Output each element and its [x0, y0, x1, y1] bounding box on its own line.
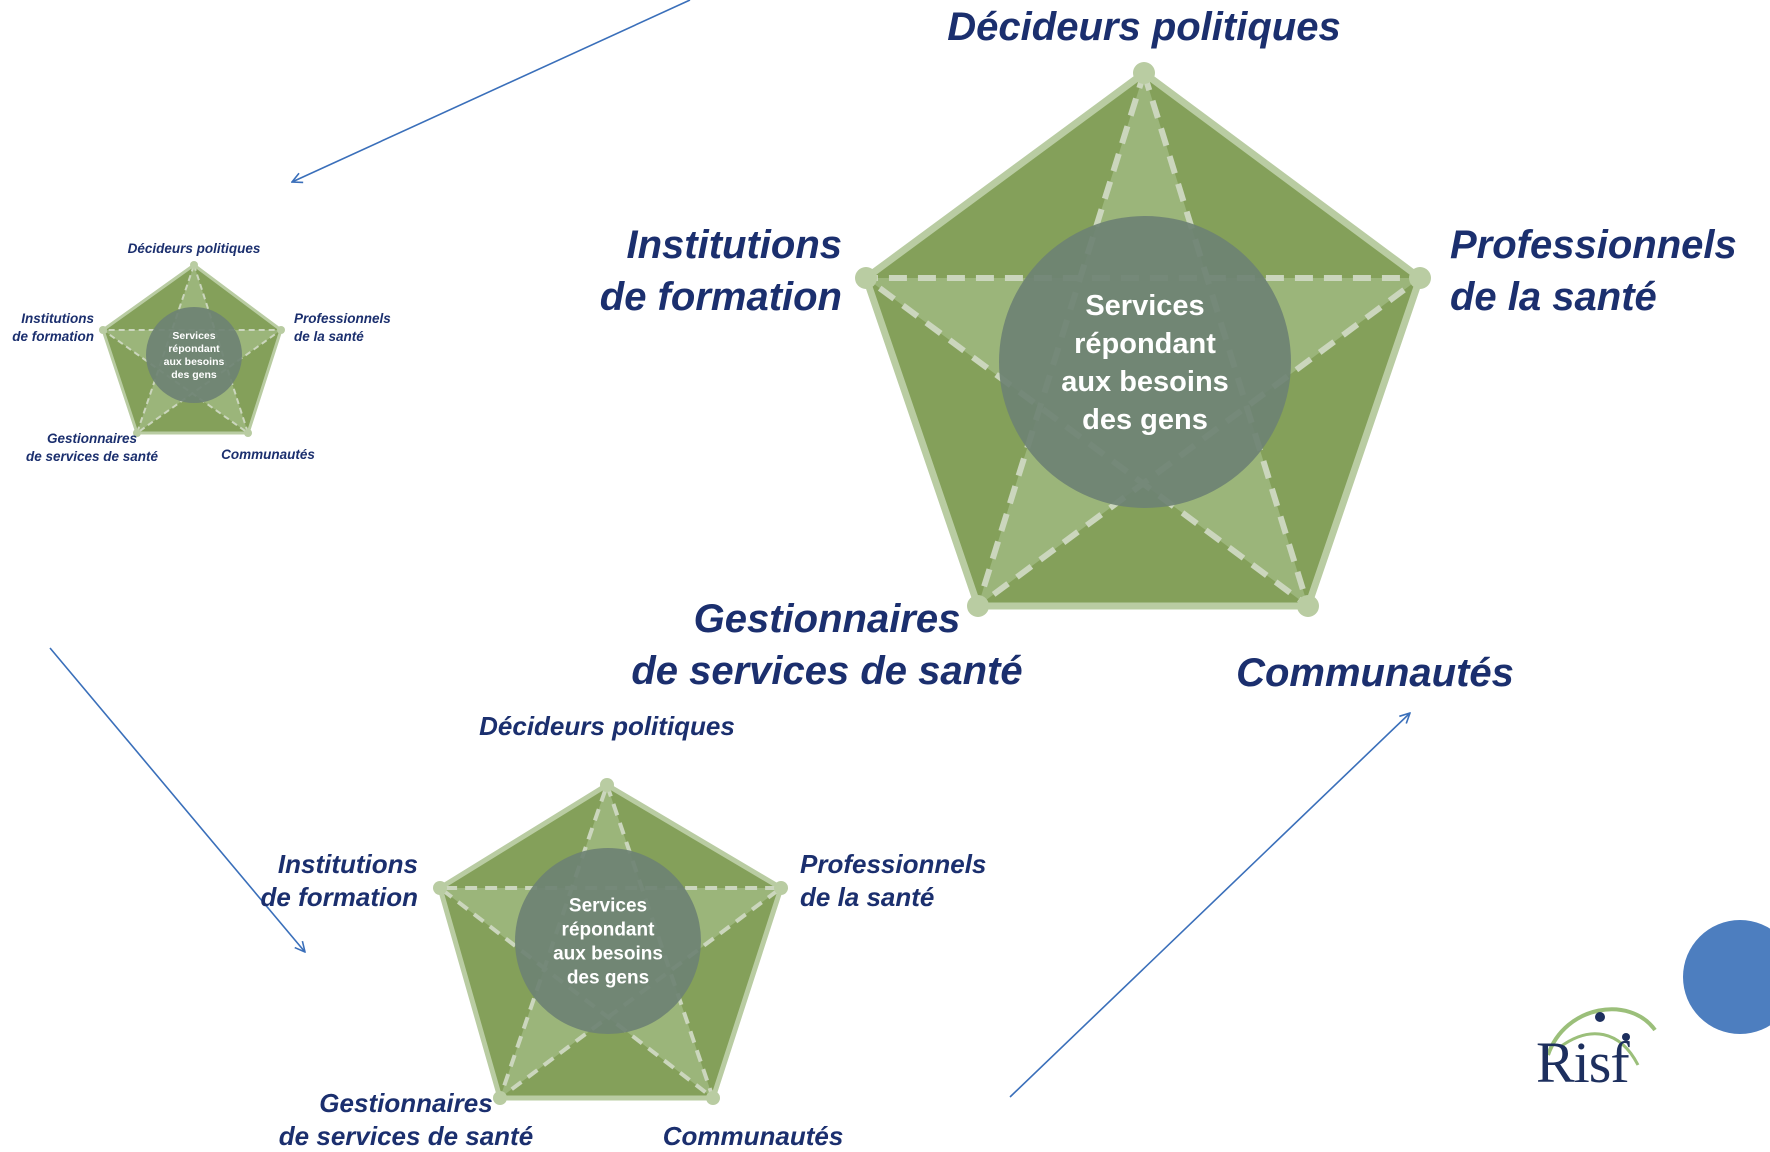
vertex-label-top: Décideurs politiques: [128, 241, 261, 256]
vertex-node: [600, 778, 614, 792]
vertex-label-top: Décideurs politiques: [947, 5, 1340, 49]
logo-text: Risf: [1536, 1030, 1630, 1095]
arrow-medium-to-large: [1009, 713, 1410, 1098]
vertex-node: [493, 1091, 507, 1105]
vertex-node: [244, 429, 252, 437]
logo-swoosh-icon: [1546, 1007, 1657, 1066]
arrow-left-to-medium: [49, 647, 305, 952]
decorative-blue-circle: [1683, 920, 1770, 1034]
vertex-node: [277, 326, 285, 334]
vertex-node: [133, 429, 141, 437]
vertex-node: [706, 1091, 720, 1105]
center-circle: [515, 848, 701, 1034]
vertex-node: [1133, 62, 1155, 84]
vertex-node: [1297, 595, 1319, 617]
vertex-label-bottom-right: Communautés: [221, 447, 315, 462]
vertex-node: [855, 267, 877, 289]
vertex-node: [433, 881, 447, 895]
vertex-label-top: Décideurs politiques: [479, 711, 735, 741]
vertex-node: [967, 595, 989, 617]
center-circle: [999, 216, 1291, 508]
arrow-top-to-small: [292, 0, 691, 182]
vertex-label-bottom-right: Communautés: [663, 1121, 844, 1151]
vertex-node: [190, 261, 198, 269]
vertex-label-bottom-right: Communautés: [1236, 651, 1514, 695]
risf-logo: Risf: [1520, 985, 1675, 1105]
center-circle: [146, 307, 242, 403]
vertex-node: [1409, 267, 1431, 289]
vertex-node: [99, 326, 107, 334]
vertex-node: [774, 881, 788, 895]
